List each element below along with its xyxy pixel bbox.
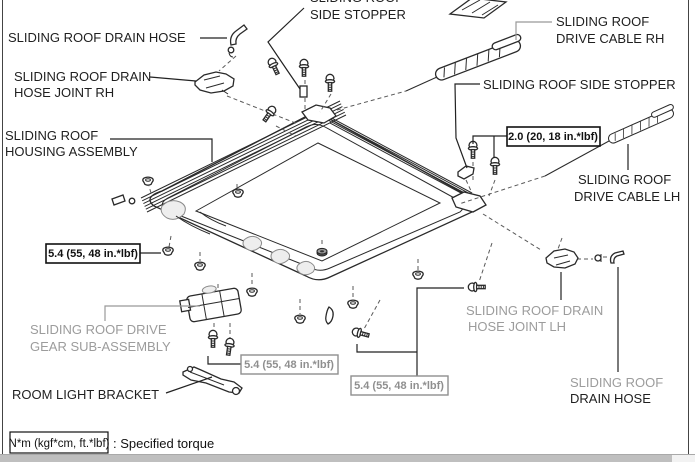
drive-cable-rh-part <box>405 32 526 92</box>
bolt-icon <box>324 73 336 92</box>
room-light-bracket-part <box>182 365 243 396</box>
torque-value-5-4-center: 5.4 (55, 48 in.*lbf) <box>244 359 334 371</box>
bolt-icon <box>350 325 371 341</box>
grommet-icon <box>194 261 206 271</box>
drain-hose-joint-rh-part <box>194 71 235 94</box>
label-drain-hose-joint-rh-2: HOSE JOINT RH <box>14 85 114 100</box>
scrollbar-thumb[interactable] <box>0 455 672 462</box>
label-side-stopper-top-2: SIDE STOPPER <box>310 7 406 22</box>
fasteners <box>142 56 501 357</box>
torque-box-5-4-right <box>350 375 449 396</box>
label-drive-gear-1: SLIDING ROOF DRIVE <box>30 322 167 337</box>
bolt-icon <box>260 103 279 125</box>
part-drawings <box>111 0 678 396</box>
bolt-icon <box>298 58 310 77</box>
horizontal-scrollbar[interactable] <box>0 454 695 462</box>
label-side-stopper-right: SLIDING ROOF SIDE STOPPER <box>483 77 676 92</box>
grommet-icon <box>142 176 154 186</box>
label-drive-gear-2: GEAR SUB-ASSEMBLY <box>30 339 171 354</box>
frame-corner-details <box>160 104 487 276</box>
sliding-roof-housing-frame <box>140 100 487 281</box>
label-side-stopper-top-1: SLIDING ROOF <box>310 0 403 5</box>
drain-hose-joint-lh-part <box>545 248 579 269</box>
label-housing-assembly-1: SLIDING ROOF <box>5 128 98 143</box>
torque-value-2-0: 2.0 (20, 18 in.*lbf) <box>508 131 598 143</box>
grommet-icon <box>347 299 359 309</box>
hook-clip <box>325 306 334 325</box>
drain-hose-part-bottom <box>594 250 625 264</box>
label-drain-hose-joint-lh-2: HOSE JOINT LH <box>468 319 566 334</box>
leader-lines <box>104 7 629 394</box>
torque-legend: N*m (kgf*cm, ft.*lbf) : Specified torque <box>9 431 214 454</box>
label-housing-assembly-2: HOUSING ASSEMBLY <box>5 144 138 159</box>
torque-box-5-4-left <box>45 243 141 264</box>
label-drain-hose-joint-rh-1: SLIDING ROOF DRAIN <box>14 69 151 84</box>
label-drive-cable-lh-2: DRIVE CABLE LH <box>574 189 680 204</box>
label-drive-cable-rh-1: SLIDING ROOF <box>556 14 649 29</box>
side-stopper-part-right <box>457 165 475 180</box>
bolt-icon <box>467 281 486 293</box>
drive-gear-sub-assembly-part <box>179 285 242 323</box>
label-drain-hose-bottom-1: SLIDING ROOF <box>570 375 663 390</box>
grommet-icon <box>294 314 306 324</box>
torque-box-2-0 <box>506 126 601 147</box>
bolt-icon <box>222 337 236 357</box>
bolt-icon <box>207 329 219 348</box>
torque-value-5-4-right: 5.4 (55, 48 in.*lbf) <box>354 380 444 392</box>
torque-box-5-4-center <box>240 354 339 375</box>
label-drain-hose-joint-lh-1: SLIDING ROOF DRAIN <box>466 303 603 318</box>
grommet-icon <box>412 270 424 280</box>
drain-hose-part-top <box>227 24 248 58</box>
hex-nut-icon <box>316 247 328 257</box>
torque-value-5-4-left: 5.4 (55, 48 in.*lbf) <box>48 248 138 260</box>
label-drive-cable-lh-1: SLIDING ROOF <box>578 172 671 187</box>
legend-description: : Specified torque <box>113 436 214 451</box>
side-stopper-stud <box>299 85 308 98</box>
grommet-icon <box>232 188 244 198</box>
label-drain-hose-bottom-2: DRAIN HOSE <box>570 391 651 406</box>
label-room-light-bracket: ROOM LIGHT BRACKET <box>12 387 159 402</box>
grommet-icon <box>162 246 174 256</box>
guide-rails-left <box>140 100 347 213</box>
label-drive-cable-rh-2: DRIVE CABLE RH <box>556 31 664 46</box>
guide-rails-right <box>325 114 476 202</box>
assembly-dashed-lines <box>148 55 608 340</box>
drain-tube-clip-left <box>111 194 136 206</box>
drive-cable-lh-part <box>544 103 678 177</box>
page-left-border <box>2 0 3 455</box>
bolt-icon <box>489 156 501 175</box>
label-drain-hose-top: SLIDING ROOF DRAIN HOSE <box>8 30 186 45</box>
legend-unit-box <box>9 431 109 454</box>
torque-spec-boxes: 2.0 (20, 18 in.*lbf) 5.4 (55, 48 in.*lbf… <box>45 126 601 396</box>
callout-labels: SLIDING ROOF DRAIN HOSE SLIDING ROOF DRA… <box>5 0 680 406</box>
legend-unit-text: N*m (kgf*cm, ft.*lbf) <box>9 438 110 450</box>
page-right-border <box>688 0 689 455</box>
grommet-icon <box>246 287 258 297</box>
